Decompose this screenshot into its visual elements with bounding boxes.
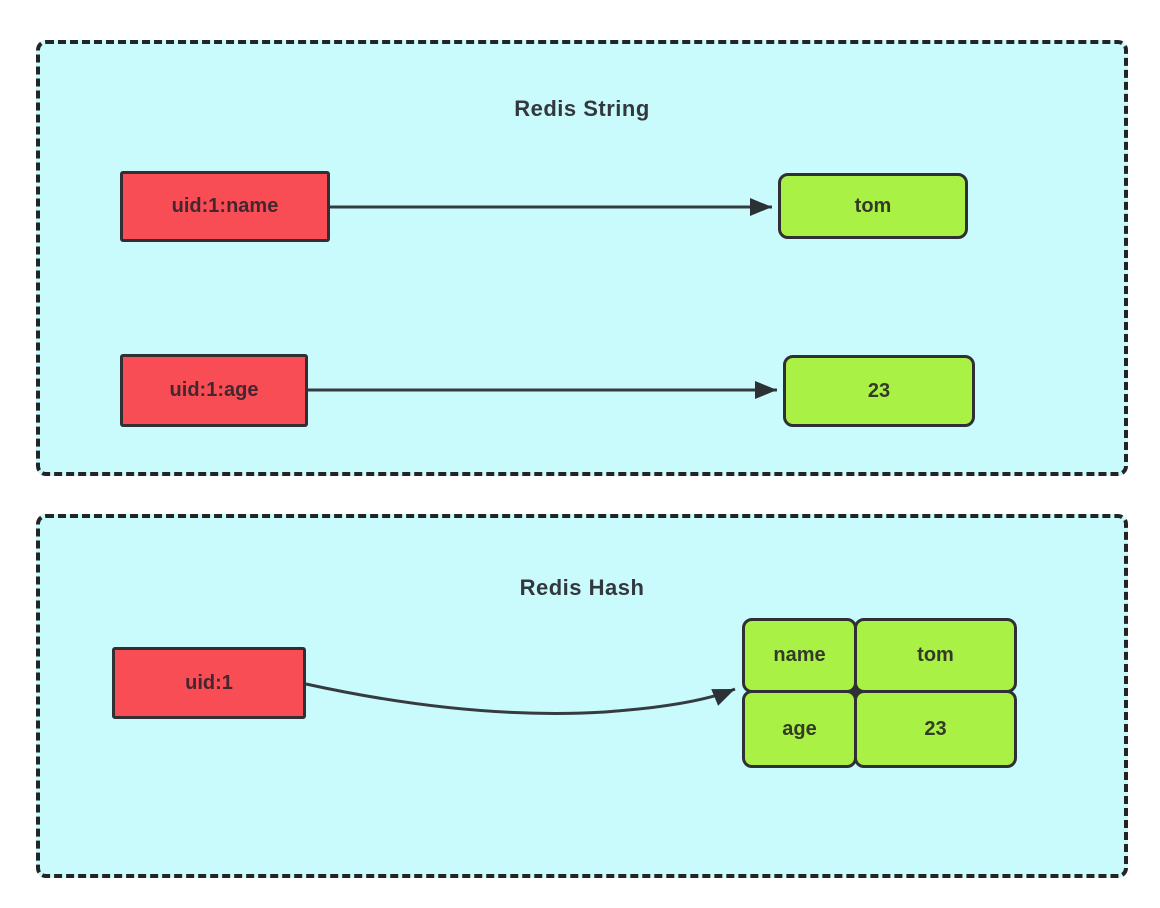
value-box-tom: tom: [778, 173, 968, 239]
key-box-uid1: uid:1: [112, 647, 306, 719]
key-box-uid1name: uid:1:name: [120, 171, 330, 242]
panel-title-redis-hash: Redis Hash: [519, 575, 645, 600]
hash-value-cell-23: 23: [854, 690, 1017, 768]
value-box-23: 23: [783, 355, 975, 427]
panel-title-redis-string: Redis String: [514, 96, 650, 121]
hash-value-cell-tom: tom: [854, 618, 1017, 693]
key-box-uid1age: uid:1:age: [120, 354, 308, 427]
hash-field-cell-name: name: [742, 618, 857, 693]
hash-field-cell-age: age: [742, 690, 857, 768]
